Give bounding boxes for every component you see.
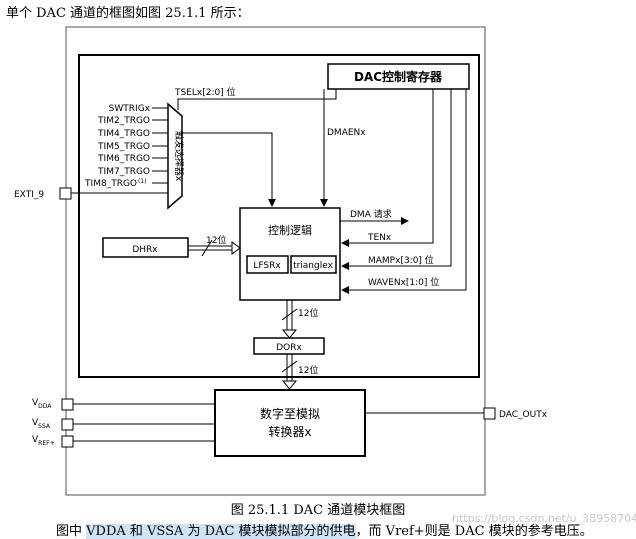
trigger-label-swtrig: SWTRIGx [109, 104, 151, 114]
dhr-width-label: 12位 [206, 234, 226, 246]
footnote-tail: ，而 Vref+则是 DAC 模块的参考电压。 [355, 524, 593, 539]
lfsr-block [246, 255, 289, 274]
mamp-label: MAMPx[3:0] 位 [368, 254, 434, 266]
dhr-label: DHRx [132, 245, 158, 255]
trigger-input-lines [152, 107, 168, 184]
dac-converter-label-line1: 数字至模拟 [260, 406, 320, 421]
control-logic-block [239, 207, 341, 301]
trigger-footnote-mark: (1) [138, 178, 147, 185]
exti-label: EXTI_9 [14, 190, 44, 200]
trigger-label-tim2: TIM2_TRGO [97, 116, 150, 126]
trigger-label-tim6: TIM6_TRGO [97, 154, 150, 164]
dac-control-register [327, 63, 470, 90]
dor-label: DORx [276, 343, 302, 353]
dor-input-width-label: 12位 [298, 307, 318, 319]
footnote-lead: 图中 [56, 524, 87, 539]
vssa-pin [61, 418, 74, 431]
dor-block [253, 337, 325, 355]
dac-out-pin [483, 407, 496, 420]
footnote: 图中 VDDA 和 VSSA 为 DAC 模块模拟部分的供电，而 Vref+则是… [56, 520, 593, 539]
vdda-pin [61, 398, 74, 411]
trigger-selector-label: 触发选择器x [173, 131, 185, 182]
dac-control-register-label: DAC控制寄存器 [354, 69, 443, 84]
watermark: https://blog.csdn.net/u_38958704 [452, 512, 636, 525]
trigger-label-tim4: TIM4_TRGO [97, 129, 150, 139]
trigger-label-tim7: TIM7_TRGO [97, 167, 150, 177]
dma-request-label: DMA 请求 [350, 208, 392, 220]
vssa-label: VSSA [32, 418, 51, 430]
dac-converter-label-line2: 转换器x [268, 424, 311, 439]
footnote-highlight: VDDA 和 VSSA 为 DAC 模块模拟部分的供电 [86, 524, 356, 539]
wave-label: WAVENx[1:0] 位 [368, 276, 439, 288]
inner-boundary [78, 54, 480, 378]
dhr-block [102, 237, 189, 258]
ten-label: TENx [367, 233, 392, 243]
dmaen-label: DMAENx [327, 128, 366, 138]
vref-pin [61, 435, 74, 448]
tsel-label: TSELx[2:0] 位 [174, 86, 236, 98]
control-logic-label: 控制逻辑 [268, 223, 312, 237]
triangle-block [290, 255, 337, 274]
exti-pin [59, 187, 72, 200]
heading: 单个 DAC 通道的框图如图 25.1.1 所示： [6, 6, 250, 21]
trigger-label-tim5: TIM5_TRGO [97, 142, 150, 152]
trigger-label-tim8: TIM8_TRGO [84, 179, 137, 189]
dac-converter-block [214, 389, 366, 457]
triangle-label: trianglex [293, 261, 334, 271]
figure-caption: 图 25.1.1 DAC 通道模块框图 [230, 503, 406, 518]
lfsr-label: LFSRx [253, 261, 281, 271]
vdda-label: VDDA [32, 398, 52, 410]
dac-input-width-label: 12位 [298, 364, 318, 376]
trigger-selector-mux [167, 102, 183, 210]
outer-boundary [65, 26, 486, 496]
vref-label: VREF+ [32, 435, 55, 447]
dac-out-label: DAC_OUTx [499, 410, 548, 420]
